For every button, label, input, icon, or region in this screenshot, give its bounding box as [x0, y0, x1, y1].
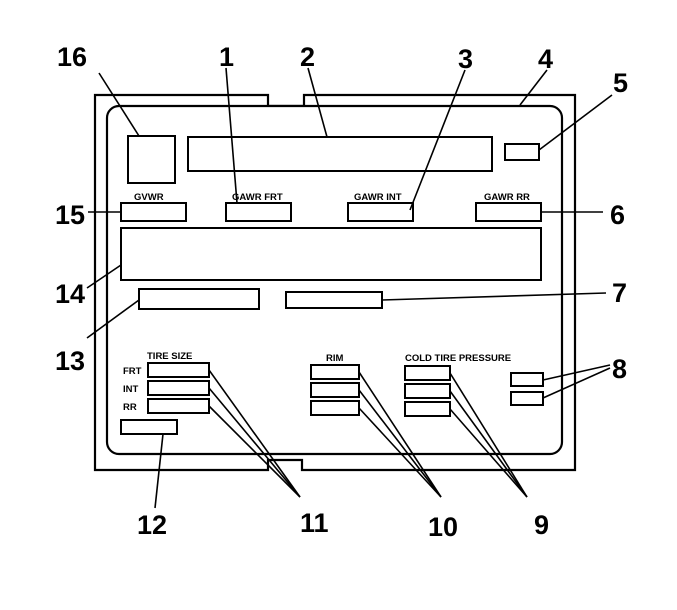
tire-size-int-box [147, 380, 210, 396]
leader-5 [538, 94, 613, 151]
gawr-rr-box [475, 202, 542, 222]
callout-14: 14 [55, 279, 85, 309]
leader-11a [208, 369, 301, 498]
leader-9b [449, 390, 528, 498]
leader-9c [449, 408, 528, 498]
tire-size-rr-box [147, 398, 210, 414]
pressure-frt-box [404, 365, 451, 381]
rim-label: RIM [326, 353, 344, 364]
callout-9: 9 [534, 510, 549, 540]
leader-8b [542, 367, 611, 399]
gawr-frt-label: GAWR FRT [232, 192, 283, 203]
callout-13: 13 [55, 346, 85, 376]
callout-2: 2 [300, 42, 315, 72]
callout-16: 16 [57, 42, 87, 72]
vehicle-type-box [285, 291, 383, 309]
certification-statement-box [120, 227, 542, 281]
gawr-int-box [347, 202, 414, 222]
leader-11b [208, 387, 301, 498]
leader-10c [358, 407, 442, 498]
leader-10a [358, 371, 442, 498]
manufacturer-name-box [187, 136, 493, 172]
leader-12 [154, 433, 164, 509]
leader-13 [86, 299, 140, 339]
leader-11c [208, 405, 301, 498]
date-box [504, 143, 540, 161]
gvwr-label: GVWR [134, 192, 164, 203]
pressure-unit-box-upper [510, 372, 544, 387]
tire-size-frt-box [147, 362, 210, 378]
callout-6: 6 [610, 200, 625, 230]
vin-box [138, 288, 260, 310]
frt-row-label: FRT [123, 366, 142, 377]
pressure-unit-box-lower [510, 391, 544, 406]
bottom-left-box [120, 419, 178, 435]
tire-size-label: TIRE SIZE [147, 351, 192, 362]
callout-11: 11 [300, 508, 329, 538]
leader-16 [98, 72, 140, 137]
gawr-frt-box [225, 202, 292, 222]
callout-4: 4 [538, 44, 553, 74]
gawr-int-label: GAWR INT [354, 192, 402, 203]
callout-12: 12 [137, 510, 167, 540]
logo-box [127, 135, 176, 184]
callout-10: 10 [428, 512, 458, 542]
gawr-rr-label: GAWR RR [484, 192, 530, 203]
callout-1: 1 [219, 42, 234, 72]
leader-1 [225, 67, 238, 204]
leader-7 [381, 292, 607, 301]
leader-14 [86, 264, 122, 289]
rim-frt-box [310, 364, 360, 380]
leader-4 [519, 69, 548, 106]
cold-tire-pressure-label: COLD TIRE PRESSURE [405, 353, 511, 364]
leader-8a [542, 364, 611, 381]
rim-rr-box [310, 400, 360, 416]
callout-7: 7 [612, 278, 627, 308]
leader-2 [307, 67, 328, 138]
gvwr-box [120, 202, 187, 222]
pressure-rr-box [404, 401, 451, 417]
callout-8: 8 [612, 354, 627, 384]
pressure-int-box [404, 383, 451, 399]
leader-3 [409, 69, 466, 211]
rim-int-box [310, 382, 360, 398]
leader-9a [449, 372, 528, 498]
int-row-label: INT [123, 384, 139, 395]
leader-10b [358, 389, 442, 498]
rr-row-label: RR [123, 402, 137, 413]
callout-3: 3 [458, 44, 473, 74]
callout-5: 5 [613, 68, 628, 98]
callout-15: 15 [55, 200, 85, 230]
